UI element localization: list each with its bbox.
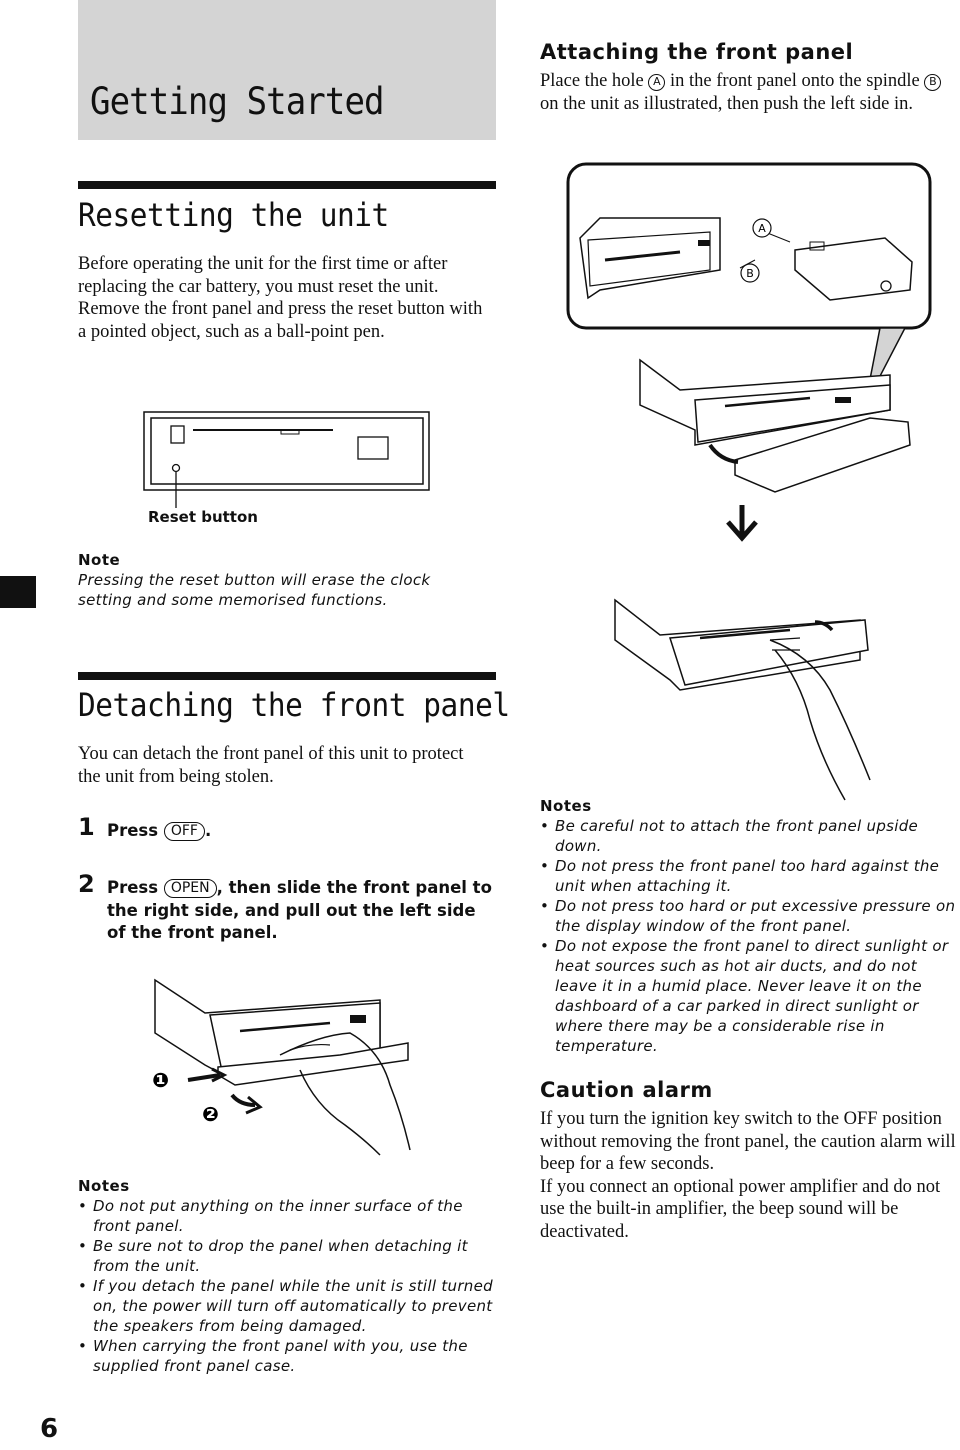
detaching-notes-heading: Notes	[78, 1177, 130, 1195]
reset-note-text: Pressing the reset button will erase the…	[78, 571, 431, 609]
attaching-note-1: Be careful not to attach the front panel…	[540, 816, 958, 856]
label-a	[752, 218, 772, 238]
caution-heading: Caution alarm	[540, 1078, 713, 1102]
page-number: 6	[40, 1414, 59, 1444]
section-tab-marker	[0, 576, 36, 608]
step-2-number: 2	[78, 870, 95, 898]
label-b	[740, 263, 760, 283]
reset-button-label: Reset button	[148, 508, 258, 526]
detaching-note-4: When carrying the front panel with you, …	[78, 1336, 498, 1376]
attaching-text: Place the hole A in the front panel onto…	[540, 70, 955, 115]
caution-paragraph-1: If you turn the ignition key switch to t…	[540, 1109, 956, 1174]
step-2: 2 Press OPEN, then slide the front panel…	[78, 870, 492, 942]
attaching-notes-list: Be careful not to attach the front panel…	[540, 816, 958, 1056]
marker-1: ❶	[152, 1068, 169, 1092]
caution-body: If you turn the ignition key switch to t…	[540, 1108, 960, 1243]
reset-illustration	[143, 411, 430, 508]
detaching-note-1: Do not put anything on the inner surface…	[78, 1196, 498, 1236]
resetting-body: Before operating the unit for the first …	[78, 253, 488, 343]
detaching-note-2: Be sure not to drop the panel when detac…	[78, 1236, 498, 1276]
attaching-notes-heading: Notes	[540, 797, 592, 815]
banner-title: Getting Started	[90, 80, 385, 123]
open-key: OPEN	[163, 879, 217, 898]
detaching-rule	[78, 672, 496, 680]
detaching-note-3: If you detach the panel while the unit i…	[78, 1276, 498, 1336]
step-1: 1 Press OFF.	[78, 813, 212, 841]
label-a-text: A	[758, 222, 766, 235]
marker-2: ❷	[202, 1102, 219, 1126]
resetting-paragraph-1: Before operating the unit for the first …	[78, 254, 448, 297]
attaching-note-2: Do not press the front panel too hard ag…	[540, 856, 958, 896]
attaching-note-3: Do not press too hard or put excessive p…	[540, 896, 958, 936]
marker-b: B	[924, 74, 942, 91]
detaching-illustration: ❶ ❷	[152, 978, 411, 1156]
step-1-number: 1	[78, 813, 95, 841]
detaching-notes-list: Do not put anything on the inner surface…	[78, 1196, 498, 1376]
attaching-illustration: A B	[566, 162, 932, 801]
detaching-heading: Detaching the front panel	[78, 686, 510, 724]
reset-note-heading: Note	[78, 551, 121, 569]
resetting-rule	[78, 181, 496, 189]
marker-a: A	[648, 74, 666, 91]
off-key: OFF	[163, 822, 205, 841]
label-b-text: B	[746, 267, 754, 280]
resetting-paragraph-2: Remove the front panel and press the res…	[78, 299, 483, 342]
detaching-intro: You can detach the front panel of this u…	[78, 744, 464, 787]
resetting-heading: Resetting the unit	[78, 196, 389, 234]
attaching-note-4: Do not expose the front panel to direct …	[540, 936, 958, 1056]
caution-paragraph-2: If you connect an optional power amplifi…	[540, 1176, 941, 1242]
attaching-heading: Attaching the front panel	[540, 40, 854, 64]
section-banner: Getting Started	[78, 0, 496, 140]
